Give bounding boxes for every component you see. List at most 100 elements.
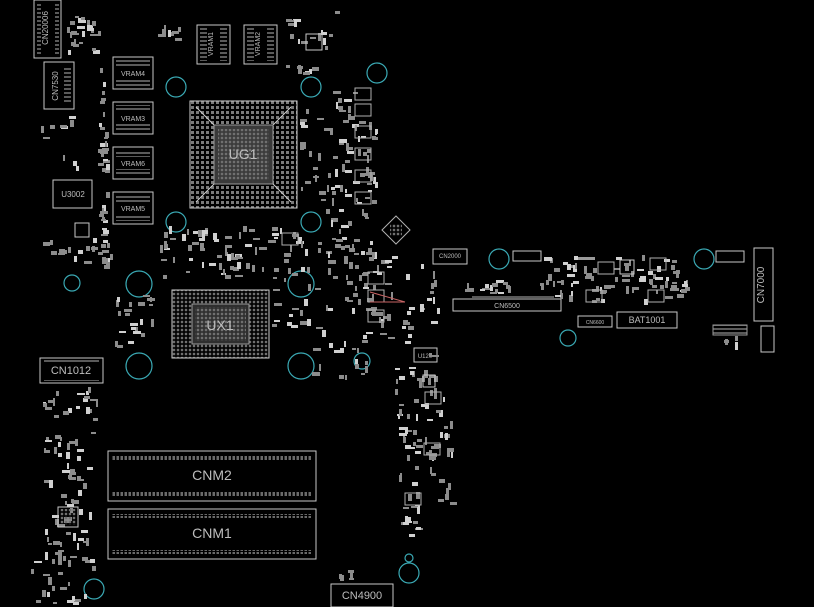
passive-pad	[465, 289, 472, 292]
passive-pad	[79, 509, 83, 515]
cn2000-connector[interactable]: CN2000	[432, 248, 468, 265]
cn20006-connector[interactable]: CN20006	[33, 0, 62, 59]
ic-chip-pads	[60, 509, 76, 525]
passive-pad	[569, 295, 573, 302]
passive-pad	[424, 370, 428, 378]
passive-pad	[342, 237, 347, 240]
cn6500-connector[interactable]: CN6500	[452, 294, 562, 312]
passive-pad	[318, 242, 322, 245]
passive-pad	[318, 153, 321, 161]
passive-pad	[409, 307, 415, 310]
mounting-hole	[559, 329, 577, 347]
passive-pad	[117, 297, 120, 302]
passive-pad	[408, 430, 412, 432]
passive-pad	[339, 375, 344, 379]
passive-pad	[288, 23, 294, 26]
cnm1-dimm-slot[interactable]: CNM1	[107, 508, 317, 560]
passive-pad	[392, 256, 398, 259]
passive-pad	[374, 252, 377, 259]
passive-pad	[31, 569, 34, 574]
vram1[interactable]: VRAM1	[196, 24, 231, 65]
passive-pad	[339, 209, 344, 212]
passive-pad	[75, 439, 78, 446]
passive-pad	[403, 320, 408, 323]
vram3[interactable]: VRAM3	[112, 101, 154, 135]
passive-pad	[140, 319, 143, 325]
vram5[interactable]: VRAM5	[112, 191, 154, 225]
passive-pad	[298, 65, 301, 70]
passive-pad	[406, 274, 410, 280]
passive-pad	[338, 98, 342, 103]
passive-pad	[47, 537, 49, 542]
passive-pad	[632, 288, 634, 293]
passive-pad	[161, 259, 167, 261]
passive-pad	[338, 106, 343, 110]
inductor	[367, 309, 385, 323]
passive-pad	[377, 272, 382, 275]
passive-pad	[272, 227, 278, 231]
cn7000-connector[interactable]: CN7000	[753, 247, 774, 322]
passive-pad	[684, 281, 687, 287]
passive-pad	[407, 521, 412, 523]
passive-pad	[213, 233, 217, 240]
passive-pad	[76, 406, 80, 409]
passive-pad	[348, 106, 351, 113]
passive-pad	[48, 543, 52, 545]
passive-pad	[298, 68, 302, 74]
vram6[interactable]: VRAM6	[112, 146, 154, 180]
vram2[interactable]: VRAM2	[243, 24, 278, 65]
passive-pad	[367, 298, 374, 302]
passive-pad	[399, 404, 404, 406]
passive-pad	[71, 477, 76, 480]
ic-chip	[422, 374, 436, 388]
passive-pad	[290, 245, 292, 252]
passive-pad	[105, 170, 110, 173]
cnm2-dimm-slot[interactable]: CNM2	[107, 450, 317, 502]
vram5-label: VRAM5	[121, 206, 145, 213]
passive-pad	[433, 271, 435, 279]
passive-pad	[77, 479, 84, 481]
passive-pad	[372, 311, 376, 316]
passive-pad	[227, 254, 231, 261]
passive-pad	[92, 566, 96, 571]
u3002-chip[interactable]: U3002	[52, 179, 93, 209]
passive-pad	[89, 409, 92, 413]
passive-pad	[255, 247, 257, 255]
passive-pad	[58, 558, 62, 565]
passive-pad	[735, 342, 738, 350]
cn7530-connector[interactable]: CN7530	[43, 61, 75, 110]
passive-pad	[182, 234, 186, 241]
passive-pad	[284, 259, 289, 263]
passive-pad	[420, 304, 424, 312]
passive-pad	[43, 574, 50, 576]
cn4900-connector[interactable]: CN4900	[330, 583, 394, 607]
passive-pad	[74, 599, 81, 602]
passive-pad	[70, 556, 77, 558]
passive-pad	[93, 418, 98, 421]
passive-pad	[51, 251, 57, 255]
passive-pad	[640, 276, 646, 278]
passive-pad	[352, 348, 356, 350]
cn1012-connector[interactable]: CN1012	[39, 357, 104, 384]
passive-pad	[403, 522, 409, 525]
passive-pad	[379, 317, 381, 323]
gpu-ug1[interactable]: UG1	[189, 100, 298, 209]
passive-pad	[79, 42, 83, 44]
mounting-hole	[300, 211, 322, 233]
passive-pad	[410, 371, 414, 375]
passive-pad	[90, 399, 98, 401]
vram4[interactable]: VRAM4	[112, 56, 154, 90]
cn6600-connector[interactable]: CN6600	[577, 315, 613, 328]
bat1001-label: BAT1001	[629, 315, 666, 325]
passive-pad	[601, 290, 607, 293]
mounting-hole	[83, 578, 105, 600]
passive-pad	[408, 326, 414, 330]
passive-pad	[143, 295, 150, 297]
bat1001-battery[interactable]: BAT1001	[616, 311, 678, 329]
passive-pad	[69, 116, 76, 119]
passive-pad	[358, 136, 360, 142]
passive-pad	[98, 252, 103, 255]
cpu-ux1[interactable]: UX1	[171, 289, 270, 359]
passive-pad	[681, 289, 687, 293]
passive-pad	[301, 41, 308, 44]
